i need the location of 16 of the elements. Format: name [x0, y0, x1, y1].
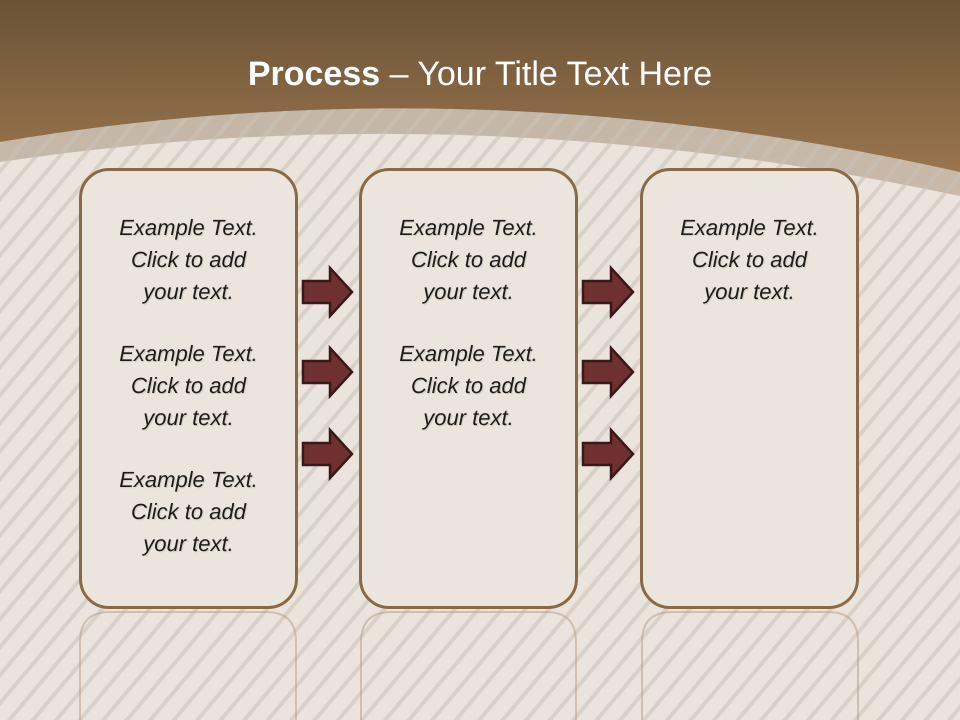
slide-title: Process – Your Title Text Here	[248, 54, 712, 95]
block-arrow	[302, 264, 354, 320]
process-box	[359, 168, 578, 609]
process-box	[79, 168, 298, 609]
body-text: Example Text. Click to add your text.	[118, 340, 259, 432]
body-text: Example Text. Click to add your text.	[118, 214, 259, 306]
block-arrow	[582, 426, 635, 482]
body-text: Example Text. Click to add your text.	[118, 466, 259, 558]
body-text: Example Text. Click to add your text.	[398, 214, 539, 306]
body-text: Example Text. Click to add your text.	[679, 214, 820, 306]
body-text: Example Text. Click to add your text.	[398, 340, 539, 432]
block-arrow	[302, 344, 354, 400]
block-arrow	[582, 264, 635, 320]
block-arrow	[582, 344, 635, 400]
block-arrow	[302, 426, 354, 482]
process-box	[640, 168, 859, 609]
